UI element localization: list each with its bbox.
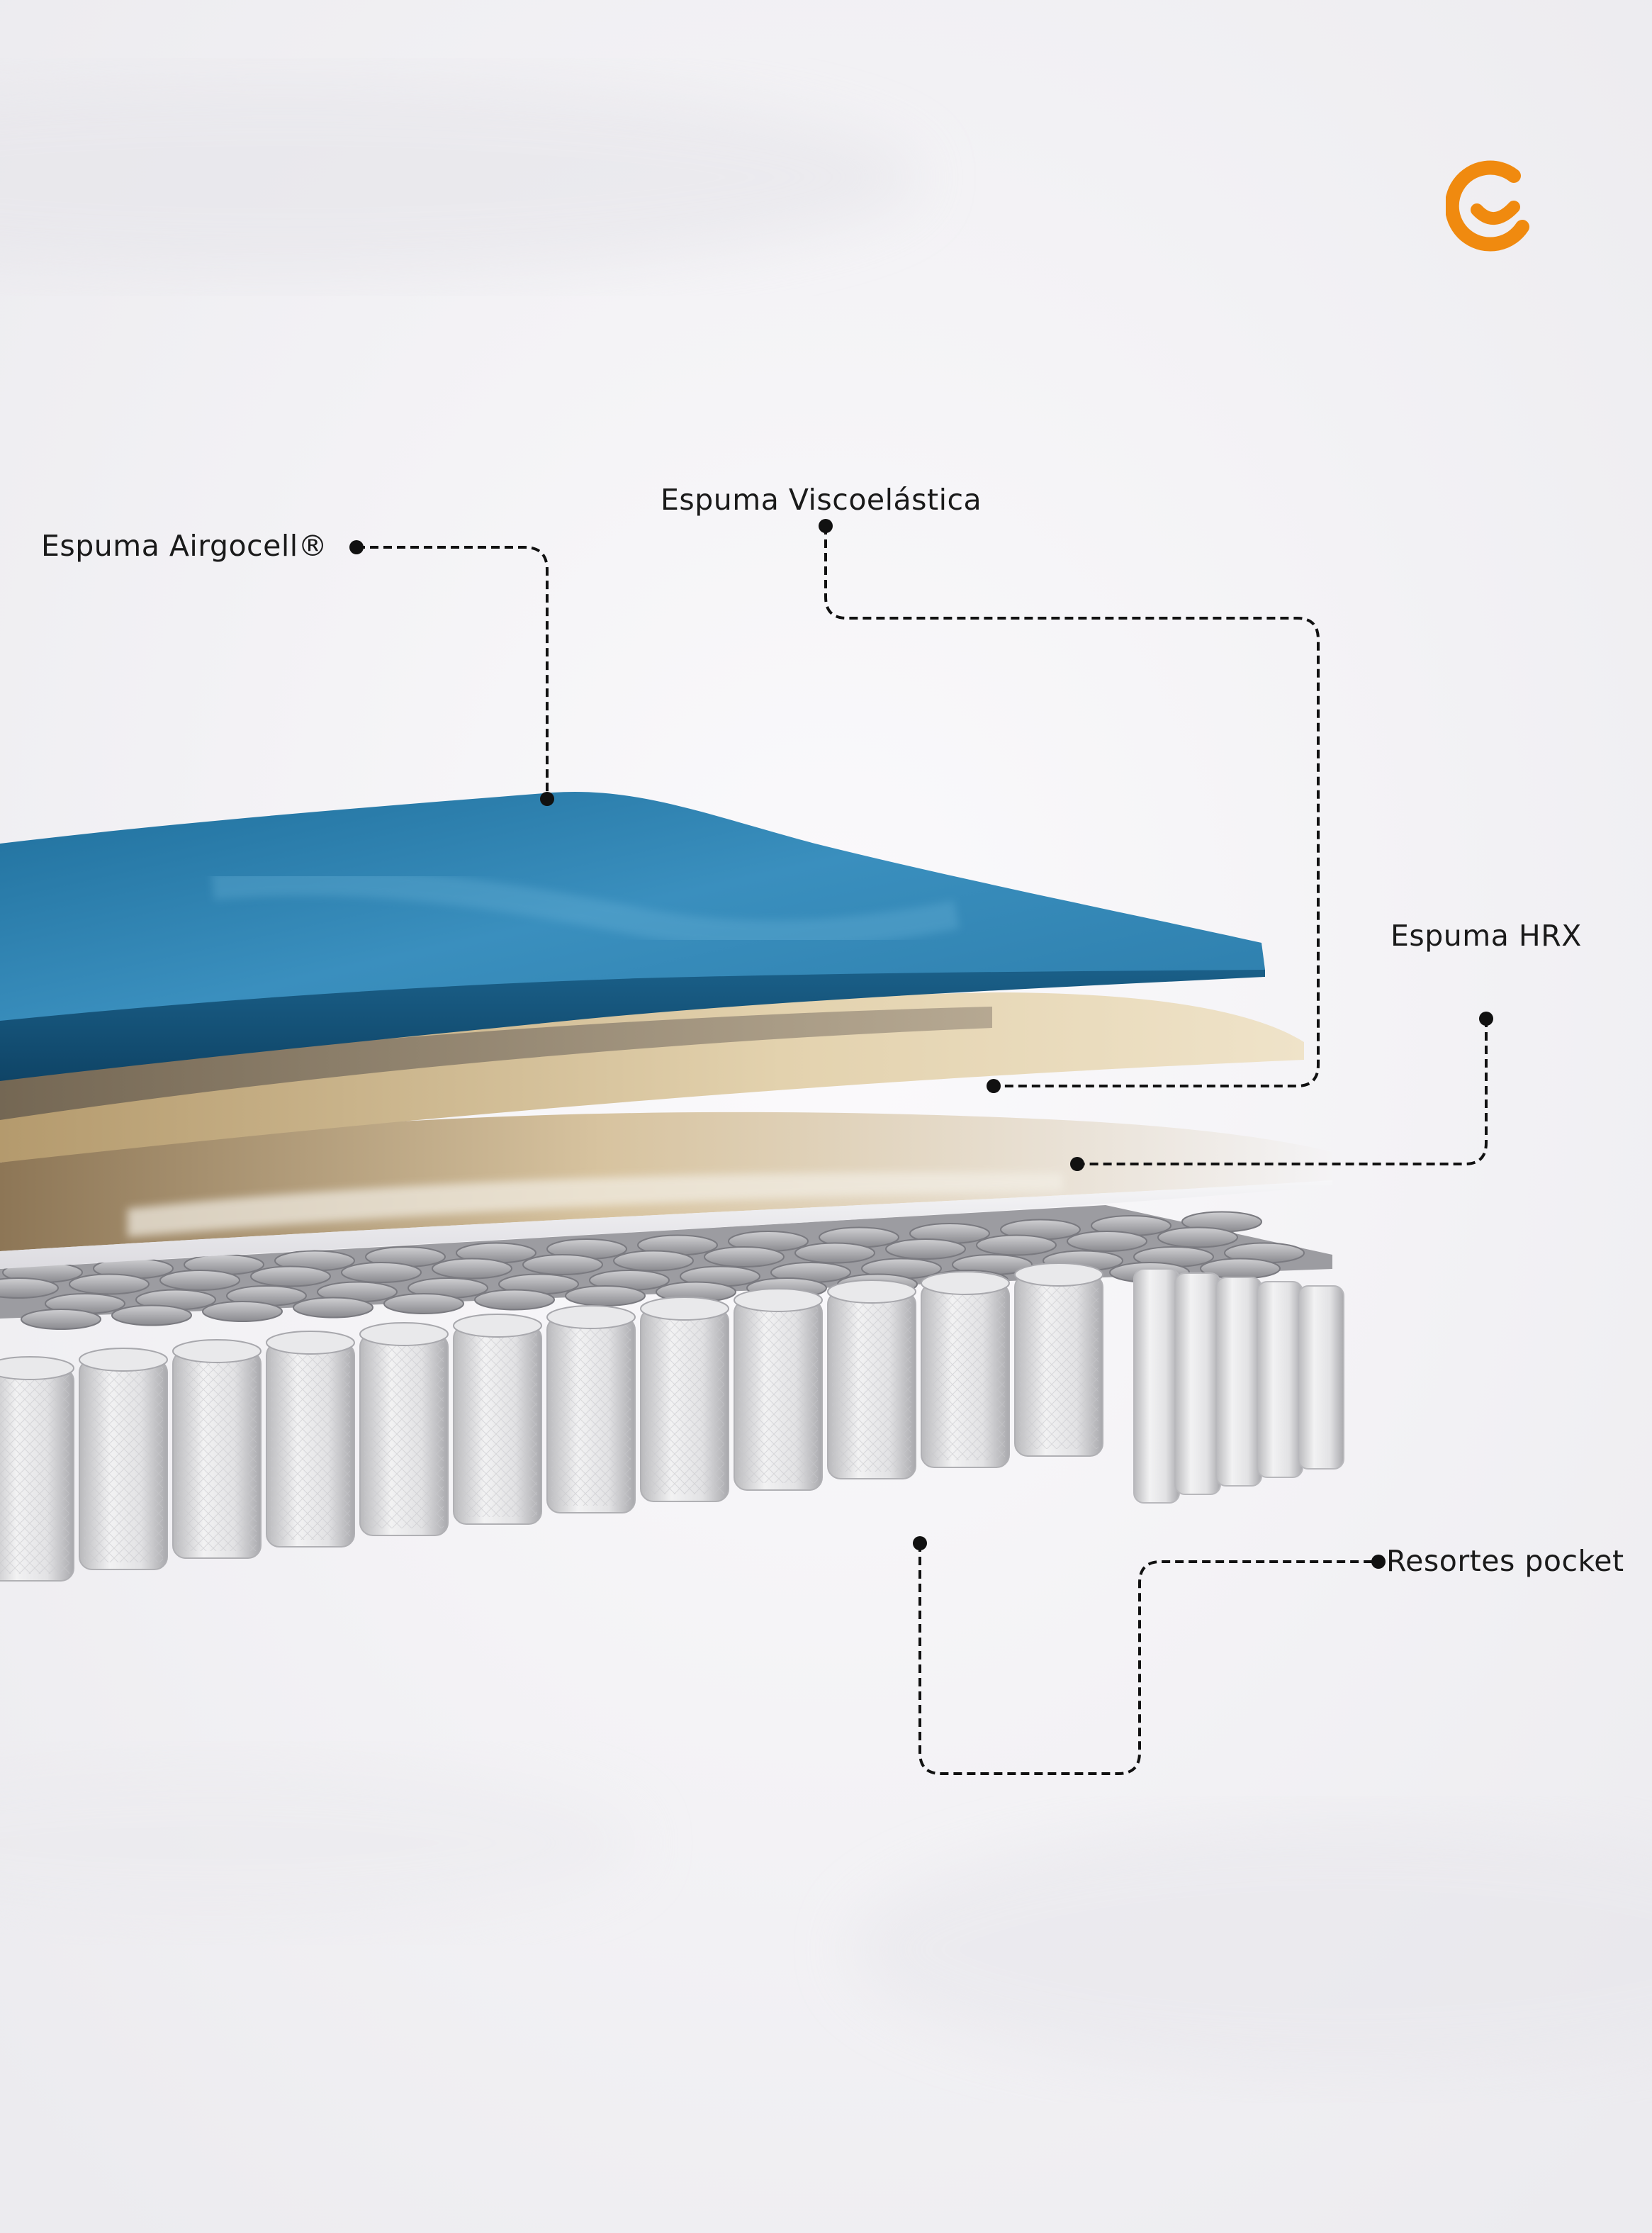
coil-front-spring bbox=[79, 1348, 168, 1570]
coil-side-spring bbox=[1298, 1285, 1344, 1470]
coil-front-spring bbox=[453, 1314, 542, 1525]
coil-top bbox=[704, 1246, 785, 1267]
label-resortes-pocket: Resortes pocket bbox=[1386, 1544, 1624, 1578]
coil-side-spring bbox=[1257, 1281, 1303, 1478]
connector-hrx bbox=[1077, 1019, 1488, 1165]
coil-top bbox=[432, 1258, 512, 1280]
coil-top bbox=[976, 1234, 1057, 1256]
connector-visco bbox=[824, 526, 1320, 1087]
coil-front-spring bbox=[546, 1305, 636, 1513]
dot-pocket-layer bbox=[913, 1536, 927, 1550]
connector-dots bbox=[349, 519, 1493, 1569]
connector-airgocell bbox=[356, 546, 549, 799]
coil-front-spring bbox=[921, 1271, 1010, 1468]
dot-hrx-label bbox=[1479, 1012, 1493, 1026]
connector-pocket bbox=[918, 1543, 1378, 1775]
hrx-foam-layer bbox=[0, 1112, 1332, 1269]
coil-front-spring bbox=[266, 1331, 355, 1548]
coil-side-spring bbox=[1133, 1268, 1180, 1504]
coil-top bbox=[341, 1262, 422, 1283]
coil-top bbox=[474, 1289, 555, 1311]
coil-top bbox=[21, 1309, 101, 1330]
coil-top bbox=[250, 1265, 331, 1287]
coil-side-spring bbox=[1174, 1272, 1221, 1495]
label-espuma-hrx: Espuma HRX bbox=[1390, 919, 1582, 953]
coil-side-spring bbox=[1215, 1277, 1262, 1487]
coil-front-spring bbox=[734, 1288, 823, 1491]
coil-top bbox=[1067, 1231, 1147, 1252]
coil-front-spring bbox=[0, 1356, 74, 1582]
coil-top bbox=[794, 1242, 875, 1264]
coil-top bbox=[0, 1277, 59, 1299]
coil-top bbox=[69, 1273, 150, 1295]
label-espuma-airgocell: Espuma Airgocell® bbox=[41, 529, 328, 563]
connector-lines bbox=[356, 526, 1488, 1775]
pocket-springs-layer bbox=[0, 1205, 1344, 1582]
coil-top bbox=[111, 1304, 192, 1326]
dot-visco-label bbox=[819, 519, 833, 533]
dot-hrx-layer bbox=[1070, 1157, 1084, 1171]
dot-visco-layer bbox=[987, 1079, 1001, 1093]
coil-top bbox=[202, 1301, 283, 1322]
coil-front-spring bbox=[640, 1297, 729, 1502]
airgocell-foam-layer bbox=[0, 791, 1265, 1081]
label-espuma-viscoelastica: Espuma Viscoelástica bbox=[661, 483, 982, 517]
dot-pocket-label bbox=[1371, 1555, 1386, 1569]
coil-top bbox=[383, 1293, 464, 1314]
coil-top bbox=[522, 1254, 603, 1275]
coil-front-spring bbox=[827, 1280, 916, 1479]
coil-top bbox=[613, 1250, 694, 1272]
coil-top bbox=[885, 1238, 966, 1260]
dot-airgocell-label bbox=[349, 540, 364, 554]
brand-logo-icon bbox=[1446, 160, 1529, 252]
coil-top bbox=[159, 1270, 240, 1291]
coil-top bbox=[565, 1285, 646, 1306]
coil-top bbox=[1157, 1226, 1238, 1248]
coil-front-spring bbox=[1014, 1263, 1103, 1457]
coil-front-spring bbox=[359, 1322, 449, 1536]
coil-front-spring bbox=[172, 1339, 262, 1559]
dot-airgocell-layer bbox=[540, 792, 554, 806]
coil-top bbox=[293, 1297, 373, 1319]
